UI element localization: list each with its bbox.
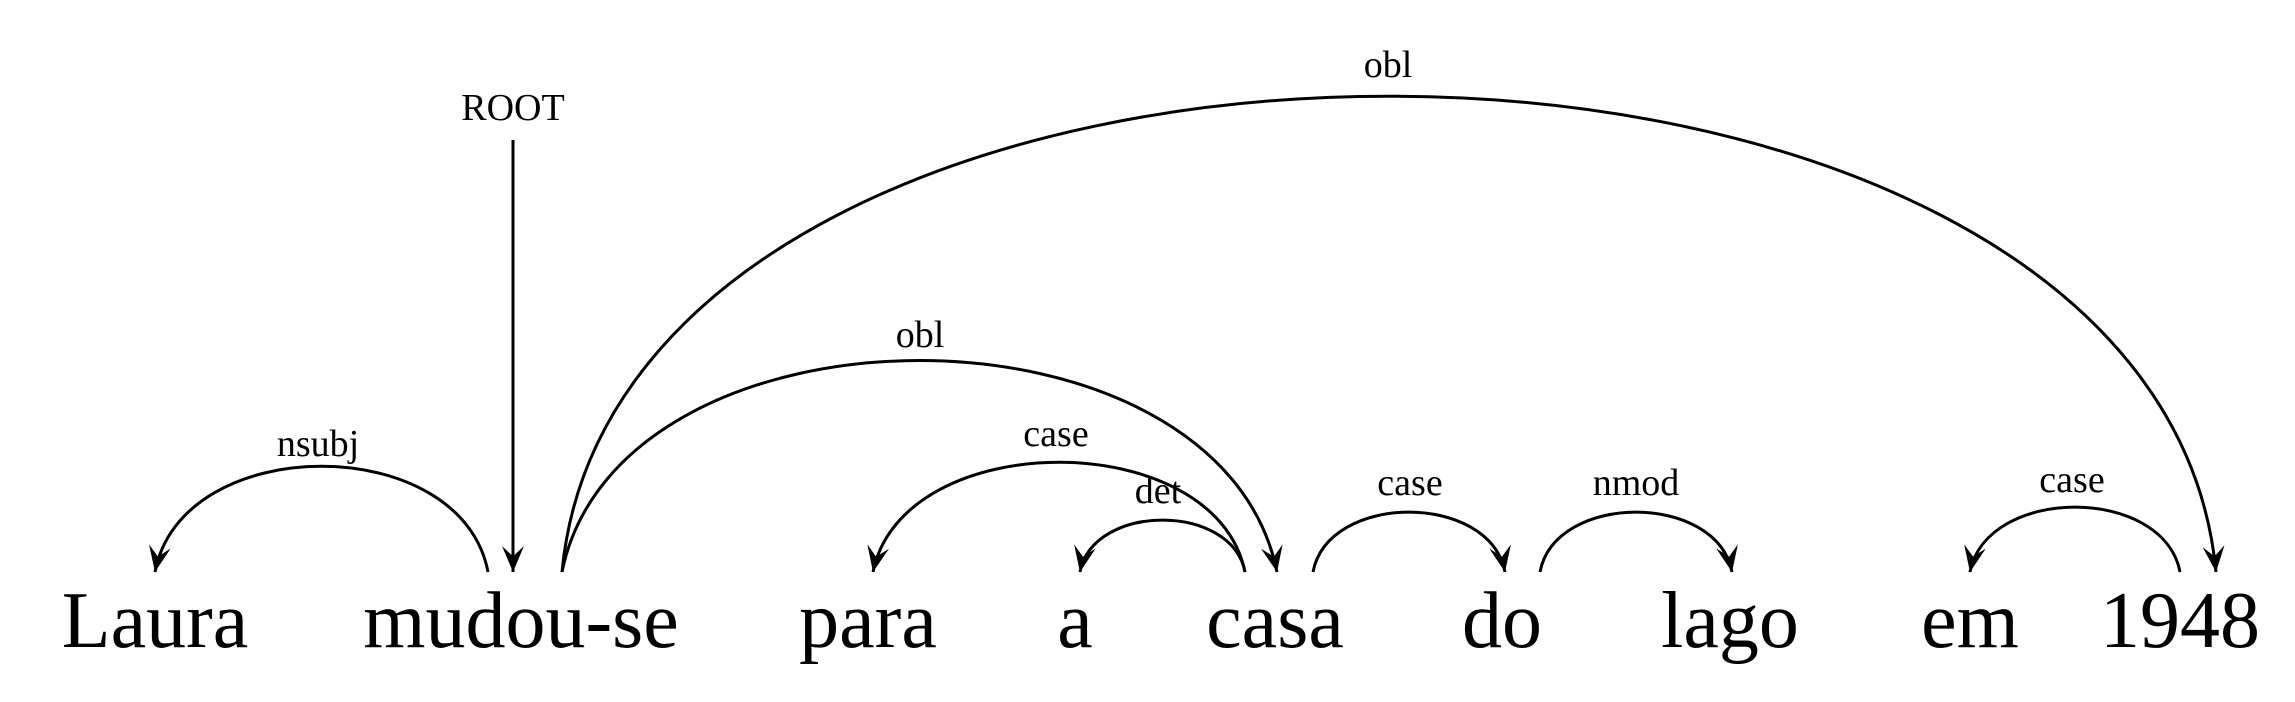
token-em: em [1921, 577, 2019, 665]
arrowhead-obl [1261, 544, 1283, 572]
arc-path-obl [560, 94, 2218, 573]
root-label: ROOT [461, 87, 564, 129]
arc-path-case [871, 460, 1247, 573]
arc-path-case [1968, 505, 2182, 573]
arc-nsubj-0: nsubj [149, 423, 490, 573]
root-arrowhead [502, 546, 524, 572]
arc-det-4: det [1074, 470, 1247, 573]
arc-case-3: case [867, 413, 1247, 573]
arc-path-obl [560, 359, 1279, 573]
arrowhead-nmod [1716, 544, 1738, 572]
arrowhead-case [1489, 544, 1511, 572]
arrowhead-nsubj [149, 544, 171, 572]
arc-label-case: case [1023, 413, 1088, 455]
arrowhead-case [1964, 544, 1986, 572]
arc-obl-2: obl [560, 44, 2225, 573]
arrowhead-case [867, 544, 889, 572]
token-para: para [799, 577, 937, 665]
arc-nmod-6: nmod [1538, 462, 1738, 573]
token-a: a [1057, 577, 1093, 665]
arc-label-det: det [1135, 470, 1182, 512]
arcs-layer: nsubj obl obl case det case nmod case ROOT [149, 44, 2225, 573]
arc-path-nsubj [153, 464, 490, 573]
token-1948: 1948 [2100, 577, 2260, 665]
token-casa: casa [1206, 577, 1344, 665]
arc-path-nmod [1538, 510, 1734, 573]
arc-label-case: case [2039, 459, 2104, 501]
arc-label-case: case [1377, 462, 1442, 504]
arc-label-nmod: nmod [1593, 462, 1680, 504]
token-mudou-se: mudou-se [363, 577, 679, 665]
arc-path-case [1311, 510, 1507, 573]
arc-label-nsubj: nsubj [277, 423, 359, 465]
arc-path-det [1078, 518, 1247, 573]
arrowhead-det [1074, 544, 1096, 572]
arc-case-5: case [1311, 462, 1511, 573]
arrowhead-obl [2202, 545, 2225, 572]
arc-label-obl: obl [1364, 44, 1413, 86]
arc-label-obl: obl [896, 314, 945, 356]
tokens-layer: Laura mudou-se para a casa do lago em 1948 [62, 577, 2260, 665]
root-arc: ROOT [461, 87, 565, 572]
arc-obl-1: obl [560, 314, 1283, 573]
token-laura: Laura [62, 577, 249, 665]
token-do: do [1462, 577, 1542, 665]
arc-case-7: case [1964, 459, 2182, 573]
token-lago: lago [1661, 577, 1799, 665]
